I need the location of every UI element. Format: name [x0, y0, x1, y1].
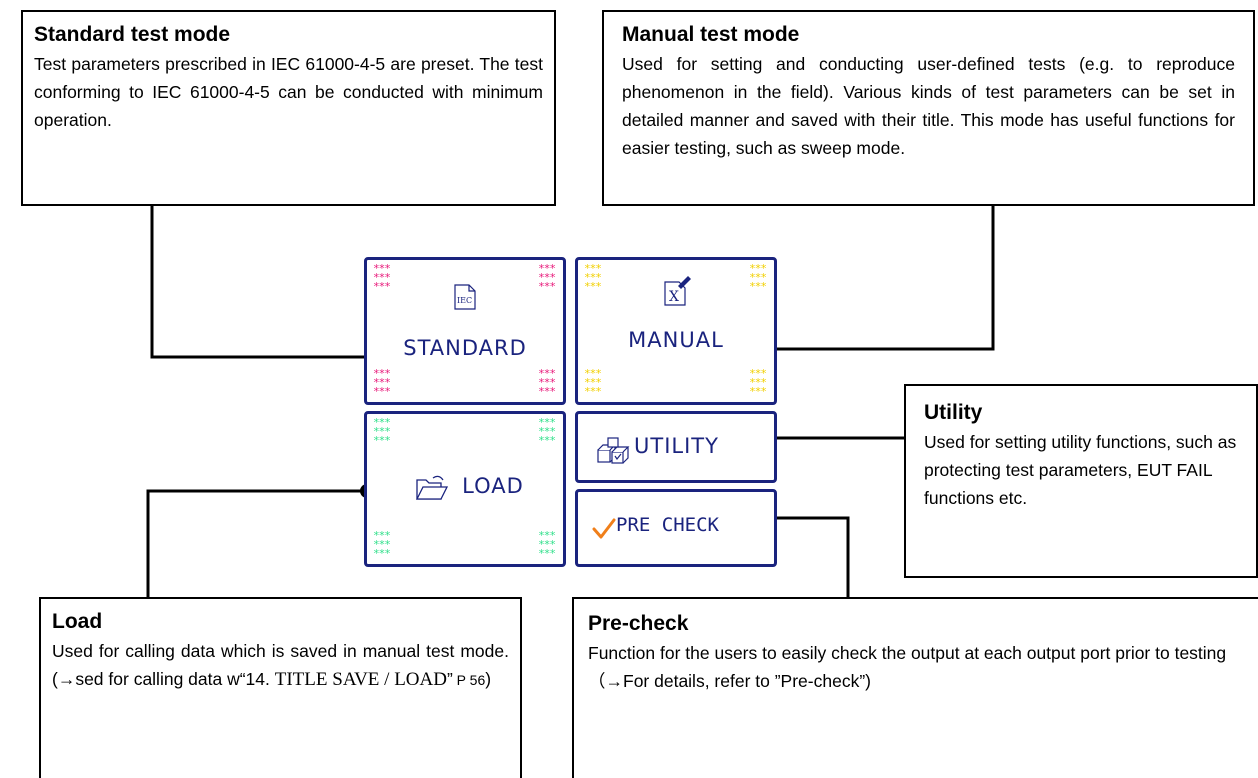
load-quote: ” — [446, 669, 453, 689]
load-text: Used for calling data which is saved in … — [52, 641, 509, 689]
load-page-prefix: P — [452, 672, 470, 688]
utility-button-label: UTILITY — [634, 434, 719, 458]
star-pattern-icon: *** *** *** — [538, 416, 556, 447]
standard-button[interactable]: *** *** *** *** *** *** *** *** *** *** … — [364, 257, 566, 405]
precheck-button-label: PRE CHECK — [616, 514, 719, 536]
load-button-label: LOAD — [462, 474, 524, 498]
callout-title: Manual test mode — [622, 23, 800, 46]
star-pattern-icon: *** *** *** — [584, 262, 602, 293]
star-pattern-icon: *** *** *** — [538, 529, 556, 560]
callout-text: Function for the users to easily check t… — [588, 643, 1227, 691]
star-pattern-icon: *** *** *** — [373, 367, 391, 398]
load-connector — [146, 489, 367, 597]
star-pattern-icon: *** *** *** — [584, 367, 602, 398]
star-pattern-icon: *** *** *** — [749, 262, 767, 293]
precheck-connector — [771, 516, 850, 597]
callout-text: Used for setting and conducting user-def… — [622, 54, 1235, 158]
star-pattern-icon: *** *** *** — [749, 367, 767, 398]
edit-document-icon: X — [664, 276, 691, 306]
load-reference: TITLE SAVE / LOAD — [274, 669, 447, 690]
precheck-button[interactable]: PRE CHECK — [575, 489, 777, 567]
load-suffix: ) — [485, 669, 492, 689]
load-page-number: 56 — [469, 672, 486, 688]
iec-document-icon: IEC — [454, 284, 476, 310]
svg-text:IEC: IEC — [457, 296, 472, 305]
standard-button-label: STANDARD — [403, 336, 527, 360]
manual-button[interactable]: *** *** *** *** *** *** *** *** *** *** … — [575, 257, 777, 405]
callout-text: Test parameters prescribed in IEC 61000-… — [34, 54, 543, 130]
callout-title: Load — [52, 610, 103, 633]
star-pattern-icon: *** *** *** — [538, 262, 556, 293]
utility-callout: Utility Used for setting utility functio… — [904, 384, 1258, 578]
manual-mode-callout: Manual test mode Used for setting and co… — [602, 10, 1255, 206]
load-button[interactable]: *** *** *** *** *** *** *** *** *** *** … — [364, 411, 566, 567]
standard-mode-callout: Standard test mode Test parameters presc… — [21, 10, 556, 206]
precheck-callout: Pre-check Function for the users to easi… — [572, 597, 1258, 778]
blocks-icon — [597, 437, 630, 464]
star-pattern-icon: *** *** *** — [373, 262, 391, 293]
standard-connector — [150, 206, 370, 359]
star-pattern-icon: *** *** *** — [373, 416, 391, 447]
manual-connector — [771, 206, 995, 351]
star-pattern-icon: *** *** *** — [373, 529, 391, 560]
callout-text: Used for calling data which is saved in … — [52, 637, 509, 694]
callout-title: Pre-check — [588, 612, 689, 635]
utility-button[interactable]: UTILITY — [575, 411, 777, 483]
svg-text:X: X — [669, 289, 679, 305]
open-folder-icon — [415, 475, 449, 500]
star-pattern-icon: *** *** *** — [538, 367, 556, 398]
callout-title: Standard test mode — [34, 23, 231, 46]
callout-title: Utility — [924, 401, 983, 424]
checkmark-icon — [592, 518, 616, 539]
manual-button-label: MANUAL — [628, 328, 724, 352]
callout-text: Used for setting utility functions, such… — [924, 432, 1237, 508]
load-callout: Load Used for calling data which is save… — [39, 597, 522, 778]
